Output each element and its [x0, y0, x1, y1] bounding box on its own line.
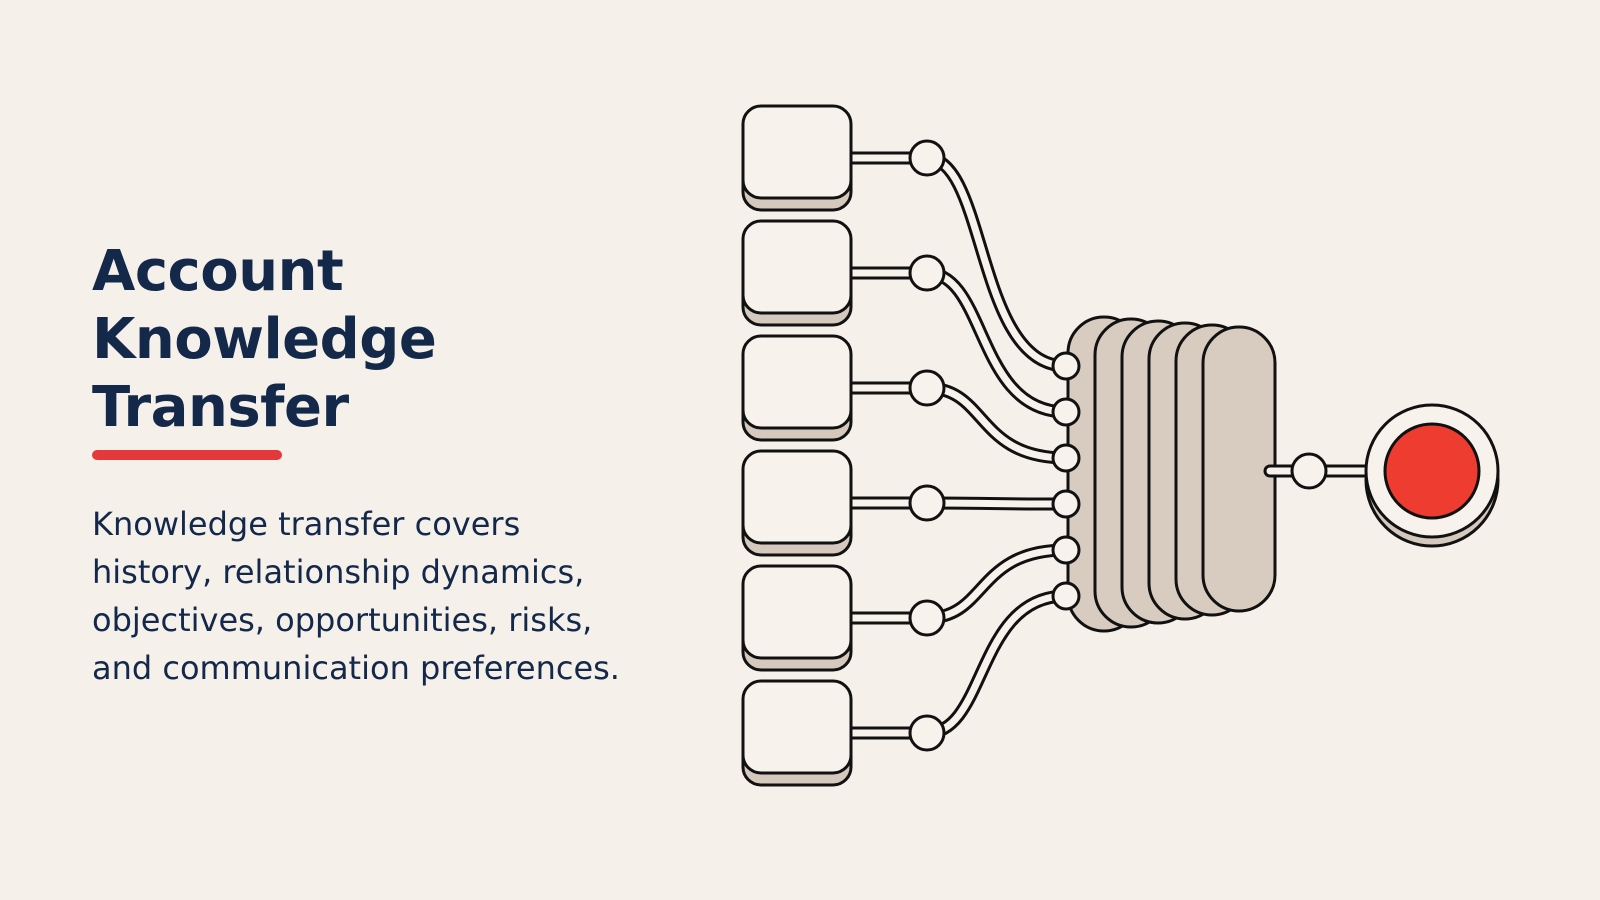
source-card-face [741, 449, 853, 545]
stack-group [1066, 315, 1277, 633]
output-group [1263, 403, 1500, 548]
target-icon [1364, 403, 1500, 548]
title-line-1: Account [92, 239, 344, 304]
body-line-2: history, relationship dynamics, [92, 553, 585, 591]
connector-joint [908, 254, 946, 292]
source-card-face [741, 334, 853, 430]
body-line-4: and communication preferences. [92, 649, 620, 687]
source-card [741, 449, 853, 557]
source-cards-group [741, 104, 853, 787]
output-joint [1290, 452, 1328, 490]
stack-input-node [1051, 351, 1081, 381]
source-card [741, 104, 853, 212]
stack-input-nodes [1051, 351, 1081, 611]
title-line-3: Transfer [92, 375, 349, 440]
connector-joint [908, 139, 946, 177]
connector-joint [908, 599, 946, 637]
stack-input-node [1051, 581, 1081, 611]
connector-joint [908, 714, 946, 752]
source-card-face [741, 104, 853, 200]
slide-body-text: Knowledge transfer covers history, relat… [92, 500, 692, 692]
title-accent-underline [92, 450, 282, 460]
stack-input-node [1051, 397, 1081, 427]
body-line-1: Knowledge transfer covers [92, 505, 521, 543]
source-card [741, 334, 853, 442]
source-card [741, 564, 853, 672]
connector-group [842, 139, 1073, 752]
source-card [741, 219, 853, 327]
target-center [1383, 422, 1481, 520]
slide-title: Account Knowledge Transfer [92, 238, 692, 442]
stack-input-node [1051, 443, 1081, 473]
text-block: Account Knowledge Transfer Knowledge tra… [92, 238, 692, 692]
source-card-face [741, 564, 853, 660]
source-card [741, 679, 853, 787]
connector-line-inner [845, 154, 1070, 370]
connector-joint [908, 369, 946, 407]
source-card-face [741, 219, 853, 315]
connector-line-inner [845, 499, 1070, 508]
stack-input-node [1051, 535, 1081, 565]
source-card-face [741, 679, 853, 775]
connector-joint [908, 484, 946, 522]
stack-input-node [1051, 489, 1081, 519]
title-line-2: Knowledge [92, 307, 437, 372]
body-line-3: objectives, opportunities, risks, [92, 601, 593, 639]
